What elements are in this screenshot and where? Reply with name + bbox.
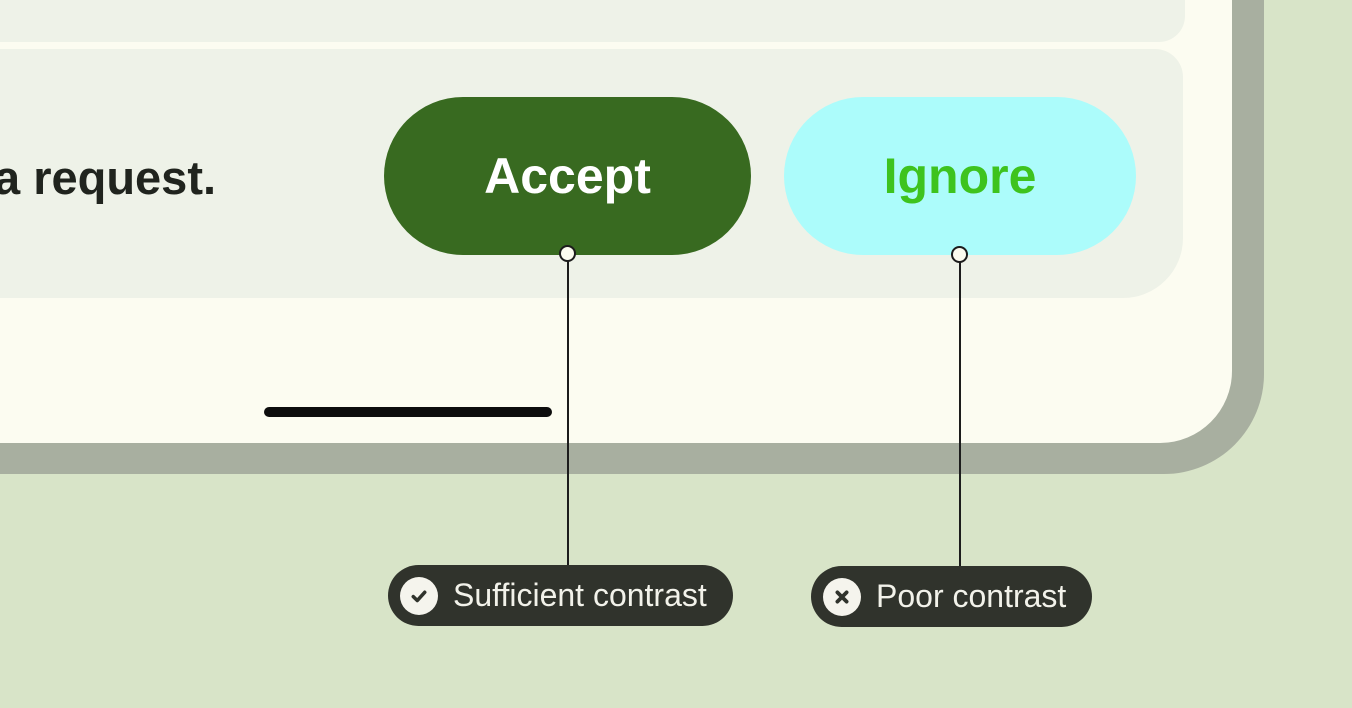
accept-button[interactable]: Accept: [384, 97, 751, 255]
connector-anchor-ignore: [951, 246, 968, 263]
ignore-button[interactable]: Ignore: [784, 97, 1136, 255]
connector-anchor-accept: [559, 245, 576, 262]
annotation-poor-contrast: Poor contrast: [811, 566, 1093, 627]
check-icon: [400, 576, 438, 615]
annotation-label: Poor contrast: [876, 578, 1067, 614]
connector-line-ignore: [959, 255, 961, 569]
x-icon: [823, 577, 861, 616]
connector-line-accept: [567, 254, 569, 567]
home-indicator-bar[interactable]: [264, 407, 552, 417]
annotation-label: Sufficient contrast: [453, 577, 707, 613]
notification-message-fragment: a request.: [0, 151, 217, 204]
notification-card-above: [0, 0, 1185, 42]
annotation-sufficient-contrast: Sufficient contrast: [388, 565, 733, 626]
